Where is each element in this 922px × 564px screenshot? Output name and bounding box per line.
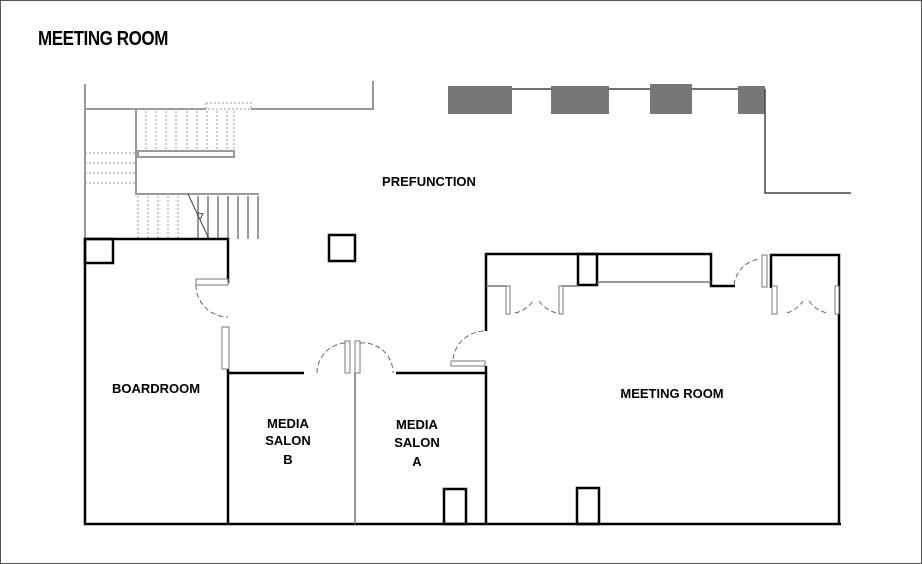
label-media-salon-a-1: MEDIA	[396, 417, 439, 432]
label-boardroom: BOARDROOM	[112, 381, 200, 396]
exterior-windows	[448, 84, 851, 194]
label-prefunction: PREFUNCTION	[382, 174, 476, 189]
stairwell	[84, 81, 374, 241]
label-media-salon-a-3: A	[412, 454, 422, 469]
label-meeting-room: MEETING ROOM	[620, 386, 723, 401]
column	[327, 233, 357, 263]
page-title: MEETING ROOM	[38, 28, 168, 50]
label-media-salon-a-2: SALON	[394, 435, 440, 450]
media-salon-walls	[228, 330, 601, 526]
meeting-room-walls	[484, 252, 841, 524]
label-media-salon-b-1: MEDIA	[267, 416, 310, 431]
label-media-salon-b-3: B	[283, 452, 292, 467]
label-media-salon-b-2: SALON	[265, 433, 311, 448]
